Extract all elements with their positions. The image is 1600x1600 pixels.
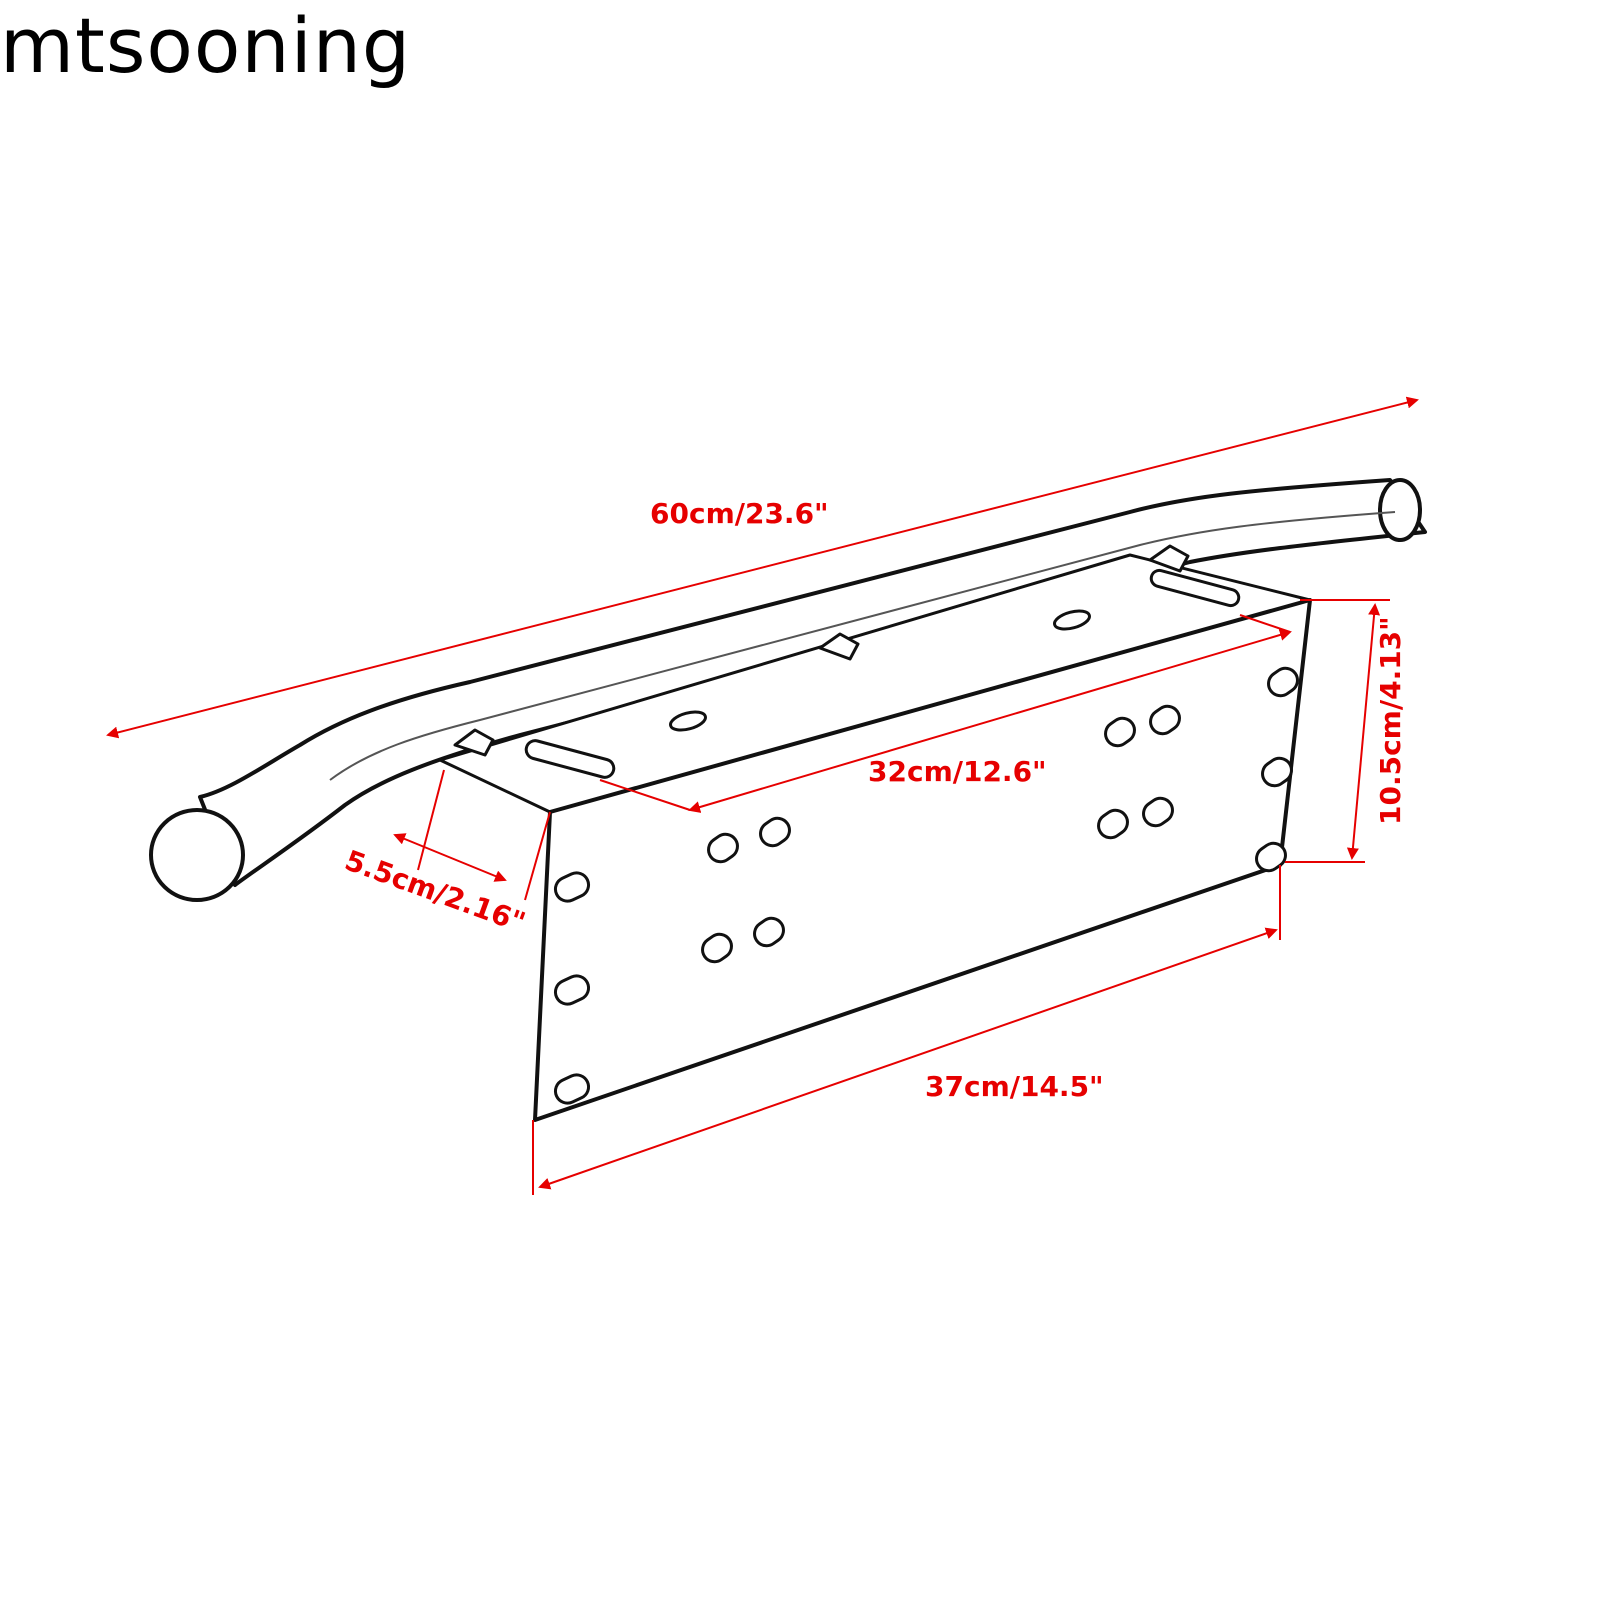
plate-hole	[553, 871, 591, 903]
brand-name: mtsooning	[0, 1, 412, 90]
overall-length-line	[106, 396, 1419, 739]
plate-hole	[759, 816, 791, 848]
plate-bottom-length-line	[538, 927, 1278, 1190]
tube-end-cap-right	[1378, 478, 1422, 542]
flange-depth-label: 5.5cm/2.16"	[341, 844, 530, 940]
plate-hole	[1255, 841, 1287, 873]
plate-top-length-label: 32cm/12.6"	[868, 755, 1047, 788]
flange-depth-line	[393, 833, 507, 882]
tube-end-cap-left	[149, 808, 245, 902]
flange-extension-left	[417, 769, 445, 871]
overall-length-label: 60cm/23.6"	[650, 497, 829, 530]
height-line	[1346, 603, 1381, 860]
plate-hole	[1097, 808, 1129, 840]
plate-top-length-line	[688, 629, 1292, 813]
plate-top-extension	[599, 779, 691, 811]
plate-top-extension	[1239, 614, 1291, 633]
flange-extension-right	[524, 811, 551, 901]
flange-slot-long-left	[524, 739, 616, 779]
plate-height-label: 10.5cm/4.13"	[1374, 616, 1407, 825]
plate-hole	[707, 832, 739, 864]
plate-bottom-length-label: 37cm/14.5"	[925, 1070, 1104, 1103]
